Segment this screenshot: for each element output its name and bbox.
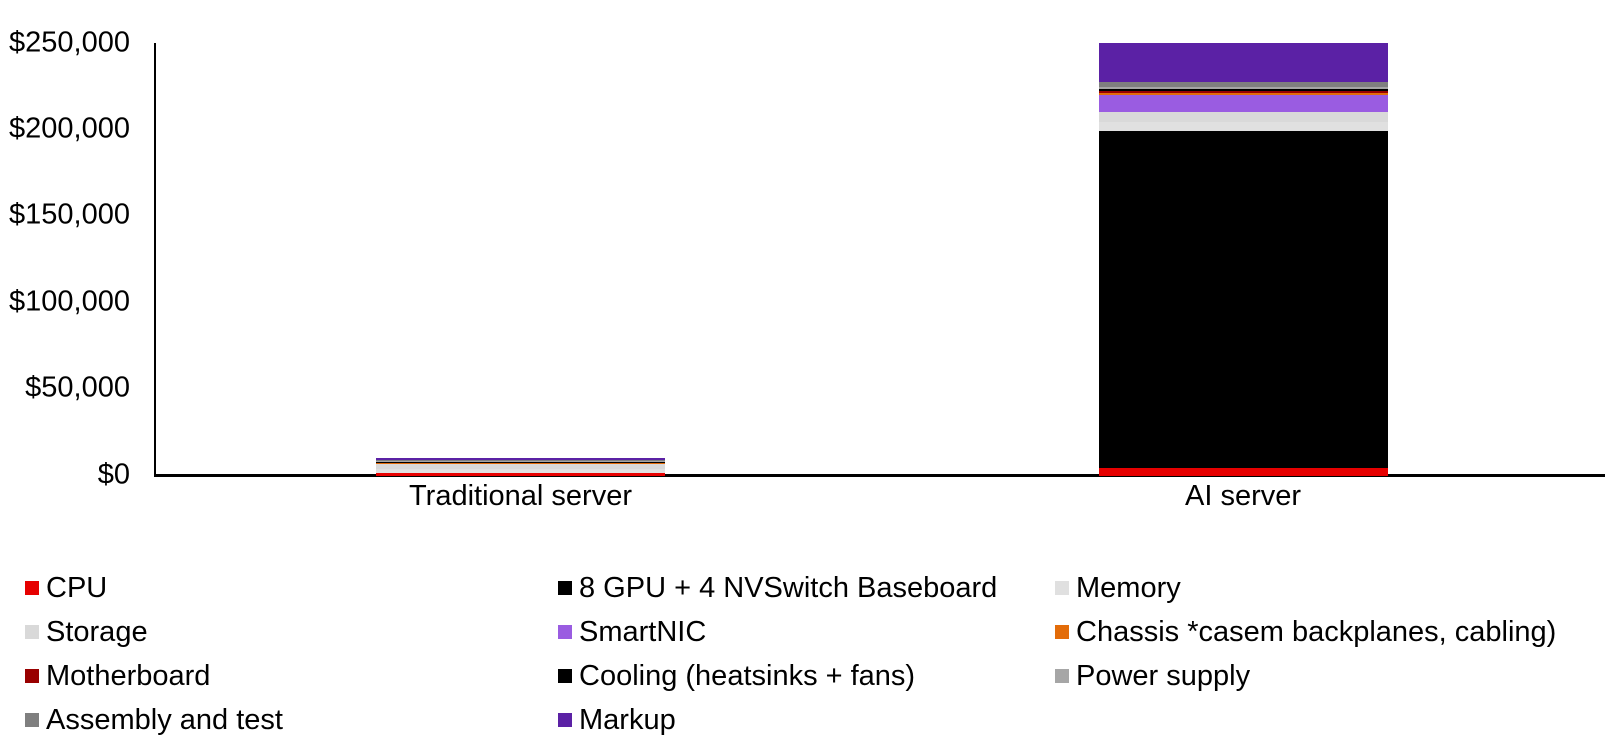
legend-swatch-icon [1055,581,1069,595]
legend-item-memory: Memory [1055,572,1603,605]
legend-swatch-icon [25,669,39,683]
legend-label: Memory [1076,571,1181,604]
x-axis-line [153,473,1605,477]
segment-cooling-heatsinks-fans [1098,89,1388,92]
segment-smartnic [1098,95,1388,113]
legend-swatch-icon [25,625,39,639]
y-tick-label: $150,000 [9,198,130,231]
segment-cpu [376,472,665,476]
segment-8-gpu-4-nvswitch-baseboard [1098,131,1388,469]
legend-swatch-icon [25,713,39,727]
bar-ai-server [1098,43,1388,476]
y-axis-line [153,42,156,477]
segment-cooling-heatsinks-fans [376,461,665,463]
segment-markup [1098,43,1388,82]
segment-storage [1098,112,1388,122]
legend-item-power-supply: Power supply [1055,660,1603,693]
segment-cpu [1098,468,1388,476]
legend-item-cpu: CPU [25,572,558,605]
segment-assembly-and-test [376,459,665,461]
legend-swatch-icon [558,713,572,727]
legend-item-chassis-casem-backplanes-cabling: Chassis *casem backplanes, cabling) [1055,616,1603,649]
segment-smartnic [376,463,665,465]
legend-item-motherboard: Motherboard [25,660,558,693]
legend-label: CPU [46,571,108,604]
legend-swatch-icon [558,669,572,683]
x-category-label-traditional-server: Traditional server [409,480,632,512]
segment-motherboard [1098,91,1388,94]
y-tick-label: $200,000 [9,112,130,145]
segment-power-supply [1098,87,1388,90]
legend-label: Assembly and test [46,703,283,736]
legend-swatch-icon [558,581,572,595]
legend-label: SmartNIC [579,615,707,648]
segment-markup [376,458,665,460]
y-tick-label: $250,000 [9,26,130,58]
x-category-label-ai-server: AI server [1184,480,1302,512]
segment-power-supply [376,460,665,462]
plot-area: $0 $50,000 $100,000 $150,000 $200,000 $250,00… [9,26,1605,512]
legend-swatch-icon [558,625,572,639]
legend-label: Chassis *casem backplanes, cabling) [1076,615,1557,648]
legend-item-smartnic: SmartNIC [558,616,1055,649]
legend-label: Power supply [1076,659,1251,692]
legend-item-8-gpu-4-nvswitch-baseboard: 8 GPU + 4 NVSwitch Baseboard [558,572,1055,605]
legend-item-markup: Markup [558,704,1055,737]
legend-label: Motherboard [46,659,211,692]
bar-traditional-server [376,43,665,476]
y-tick-label: $0 [97,458,130,490]
segment-motherboard [376,462,665,463]
legend-item-storage: Storage [25,616,558,649]
legend-label: 8 GPU + 4 NVSwitch Baseboard [579,571,998,604]
legend-item-assembly-and-test: Assembly and test [25,704,558,737]
legend-swatch-icon [1055,669,1069,683]
y-tick-label: $100,000 [9,285,130,318]
segment-assembly-and-test [1098,81,1388,88]
segment-storage [376,464,665,469]
segment-chassis-casem-backplanes-cabling [376,462,665,464]
legend-label: Markup [579,703,676,736]
legend-label: Cooling (heatsinks + fans) [579,659,916,692]
y-tick-label: $50,000 [25,371,130,404]
legend-item-cooling-heatsinks-fans: Cooling (heatsinks + fans) [558,660,1055,693]
segment-memory [376,468,665,473]
segment-memory [1098,121,1388,132]
segment-chassis-casem-backplanes-cabling [1098,93,1388,95]
legend-swatch-icon [1055,625,1069,639]
legend-label: Storage [46,615,148,648]
legend-swatch-icon [25,581,39,595]
